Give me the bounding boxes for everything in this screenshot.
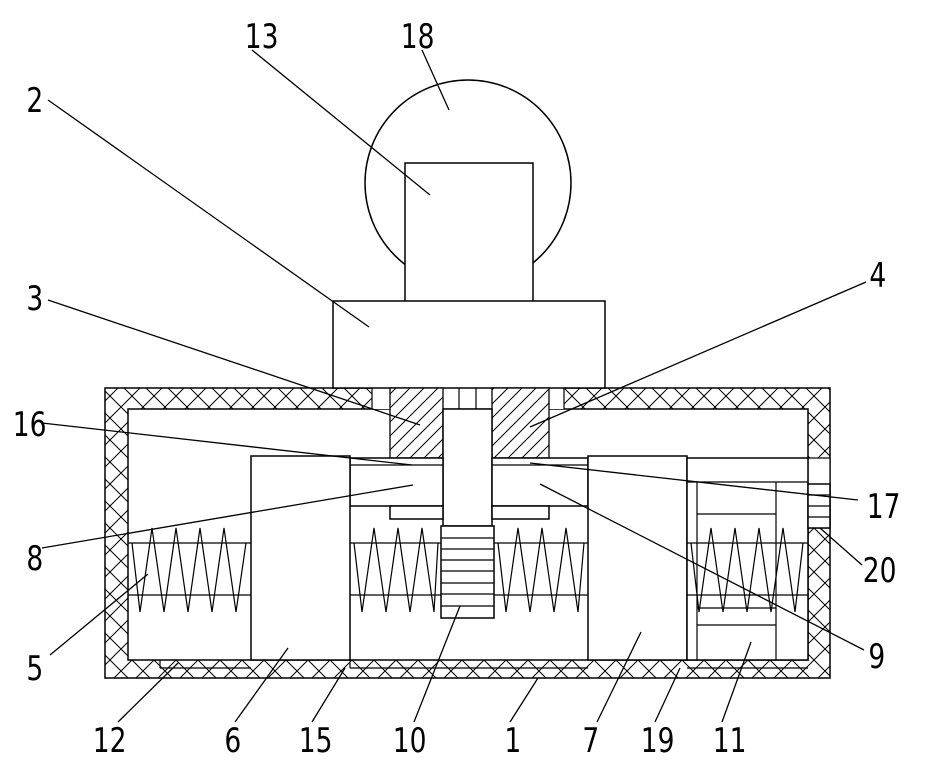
- label-18: 18: [401, 18, 435, 57]
- clamp-7: [587, 455, 688, 661]
- label-1: 1: [504, 722, 521, 761]
- label-19: 19: [641, 722, 675, 761]
- label-10: 10: [393, 722, 427, 761]
- slider-9-foot: [491, 505, 550, 520]
- label-15: 15: [299, 722, 333, 761]
- label-11: 11: [713, 722, 747, 761]
- slider-8-foot: [389, 505, 444, 520]
- label-8: 8: [26, 540, 43, 579]
- chamber-11: [686, 457, 809, 661]
- spring-center-right: [494, 527, 588, 613]
- label-20: 20: [863, 552, 897, 591]
- clamp-6: [250, 455, 351, 661]
- spring-center-left: [350, 527, 441, 613]
- connector-3: [389, 387, 444, 459]
- label-2: 2: [26, 82, 43, 121]
- label-9: 9: [868, 638, 885, 677]
- label-3: 3: [26, 280, 43, 319]
- central-shaft: [442, 408, 493, 527]
- label-16: 16: [13, 406, 47, 445]
- label-4: 4: [869, 257, 886, 296]
- spring-right: [687, 527, 808, 613]
- label-7: 7: [582, 722, 599, 761]
- label-17: 17: [867, 488, 901, 527]
- label-6: 6: [224, 722, 241, 761]
- label-5: 5: [26, 650, 43, 689]
- rack-10: [440, 525, 495, 619]
- leader-lines: [41, 49, 867, 723]
- label-12: 12: [93, 722, 127, 761]
- handle-13: [404, 162, 534, 304]
- spring-left: [128, 527, 251, 613]
- label-13: 13: [245, 18, 279, 57]
- top-block-2: [332, 300, 606, 389]
- slider-9: [491, 457, 589, 507]
